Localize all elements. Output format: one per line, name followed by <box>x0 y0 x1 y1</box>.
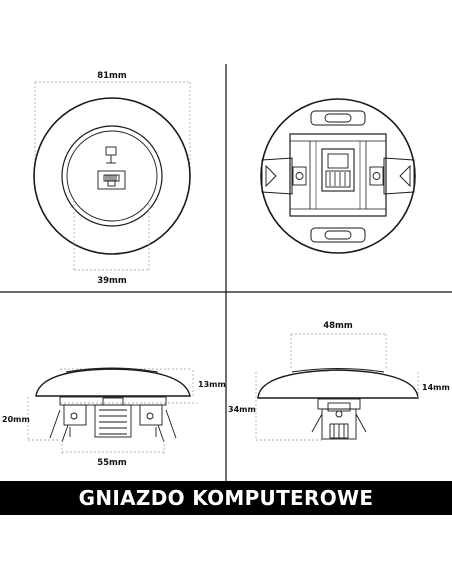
side-plate <box>35 368 191 397</box>
dim-label-plate-height: 13mm <box>198 380 226 389</box>
front-view: 81mm 39mm <box>33 71 191 286</box>
dim-label-mechanism-height: 20mm <box>2 415 30 424</box>
dim-label-total-height: 34mm <box>228 405 256 414</box>
profile-plate <box>257 369 419 399</box>
back-plate <box>260 98 416 254</box>
back-view <box>260 98 416 254</box>
side-view-profile: 48mm 14mm 34mm <box>228 321 450 441</box>
title-banner: GNIAZDO KOMPUTEROWE <box>0 481 452 515</box>
network-socket-icon <box>105 146 117 164</box>
side-mechanism <box>49 396 177 443</box>
dim-label-profile-plate-height: 14mm <box>422 383 450 392</box>
dim-label-top-width: 48mm <box>323 321 353 331</box>
dim-label-inner-width: 39mm <box>97 276 127 286</box>
dim-label-mechanism-width: 55mm <box>97 458 127 468</box>
profile-mechanism <box>311 398 367 440</box>
side-view-front: 13mm 20mm 55mm <box>2 367 226 468</box>
dim-label-outer-width: 81mm <box>97 71 127 81</box>
rj45-port <box>97 170 126 190</box>
product-title: GNIAZDO KOMPUTEROWE <box>78 486 374 510</box>
